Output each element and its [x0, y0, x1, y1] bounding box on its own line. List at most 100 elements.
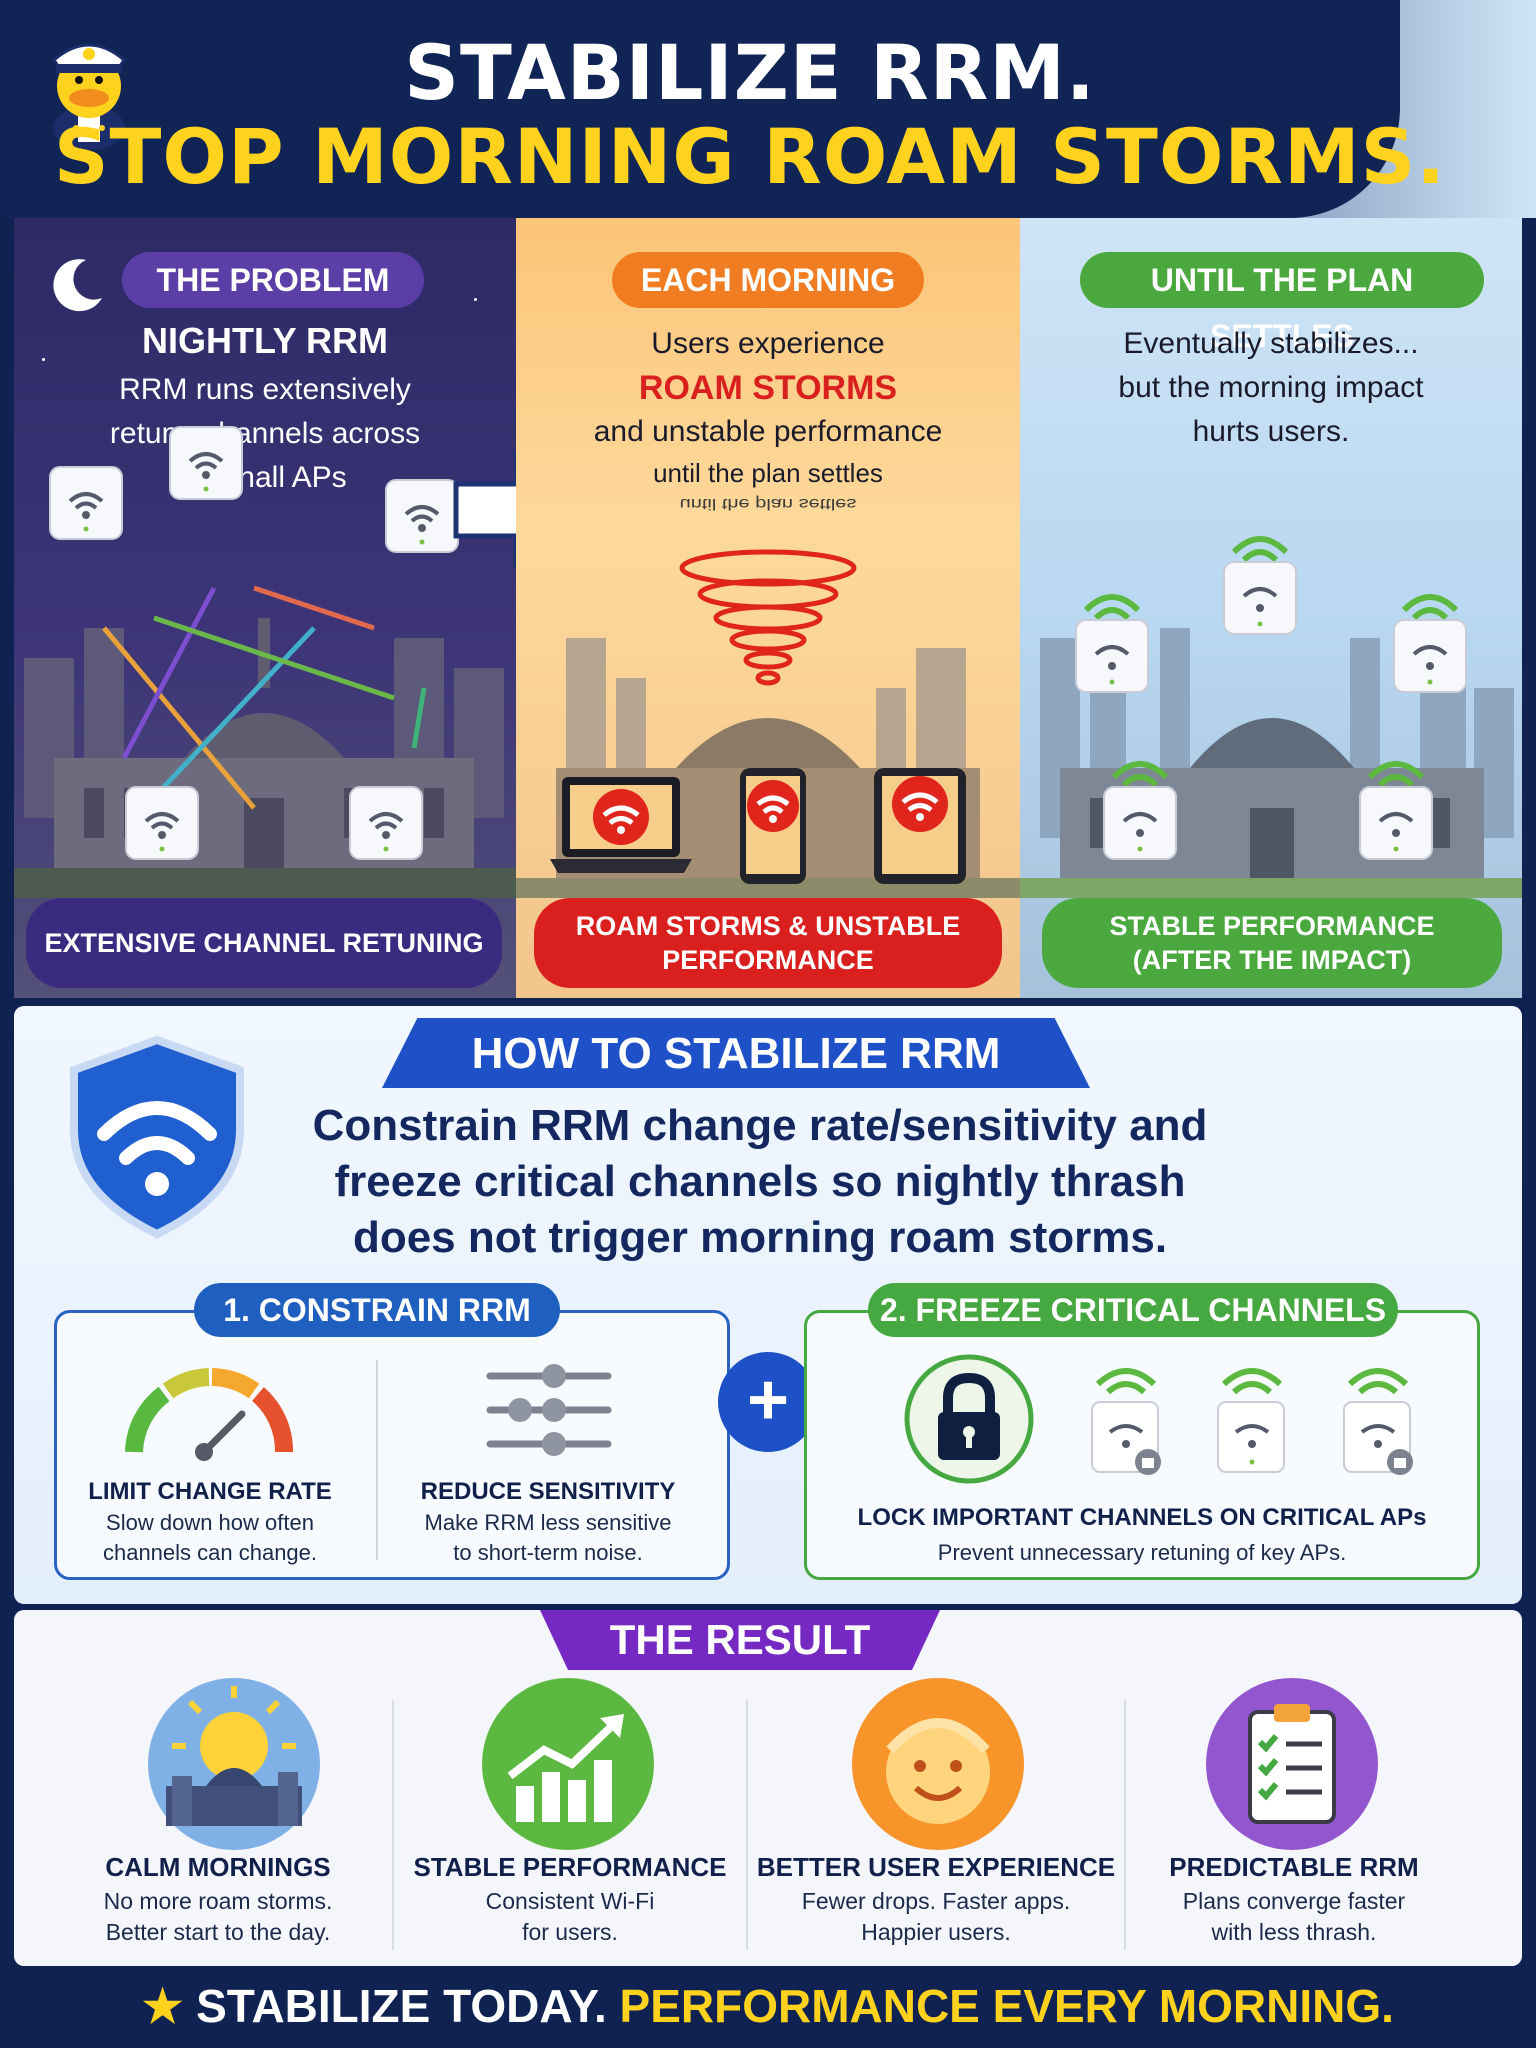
desc-line: for users. [522, 1919, 618, 1945]
access-point-icon [1217, 1368, 1285, 1473]
padlock-icon [904, 1354, 1034, 1484]
moon-icon [53, 259, 102, 312]
problem-line: RRM runs extensively [119, 373, 411, 406]
limit-change-rate-desc: Slow down how often channels can change. [60, 1508, 360, 1568]
desc-line: channels can change. [102, 1540, 318, 1565]
access-point-icon [49, 466, 123, 540]
desc-line: Better start to the day. [105, 1919, 331, 1945]
morning-tag: EACH MORNING [612, 252, 924, 308]
settles-line: Eventually stabilizes... [1123, 327, 1419, 360]
storm-spiral-icon [679, 549, 857, 686]
access-point-icon [169, 426, 243, 500]
checklist-clipboard-icon [1206, 1678, 1378, 1850]
settles-bottom-label: STABLE PERFORMANCE (AFTER THE IMPACT) [1042, 898, 1502, 988]
access-point-icon [385, 479, 459, 553]
calm-morning-sun-icon [148, 1678, 320, 1850]
sliders-icon [486, 1364, 612, 1456]
locked-access-point-icon [1091, 1368, 1161, 1475]
desc-line: with less thrash. [1211, 1919, 1377, 1945]
desc-line: Plans converge faster [1182, 1888, 1406, 1914]
access-point-icon [349, 786, 423, 860]
divider [392, 1700, 394, 1950]
growth-chart-icon [482, 1678, 654, 1850]
morning-bottom-line1: ROAM STORMS & UNSTABLE [575, 911, 961, 941]
reduce-sensitivity-desc: Make RRM less sensitive to short-term no… [398, 1508, 698, 1568]
access-point-stable-icon [1103, 761, 1177, 860]
how-to-description: Constrain RRM change rate/sensitivity an… [260, 1098, 1260, 1266]
laptop-icon [550, 777, 692, 873]
desc-line: Slow down how often [106, 1510, 314, 1535]
footer-part2: PERFORMANCE EVERY MORNING. [619, 1980, 1394, 2032]
lock-channels-desc: Prevent unnecessary retuning of key APs. [937, 1540, 1347, 1565]
problem-bottom-label: EXTENSIVE CHANNEL RETUNING [26, 898, 502, 988]
settles-bottom-line2: (AFTER THE IMPACT) [1132, 945, 1412, 975]
settles-tag: UNTIL THE PLAN SETTLES [1080, 252, 1484, 354]
tablet-icon [874, 768, 966, 884]
desc-line: Fewer drops. Faster apps. [801, 1888, 1071, 1914]
how-to-title: HOW TO STABILIZE RRM [382, 1018, 1090, 1088]
divider [376, 1360, 378, 1560]
calm-mornings-title: CALM MORNINGS [105, 1852, 331, 1882]
settles-bottom-line1: STABLE PERFORMANCE [1109, 911, 1435, 941]
settles-panel: UNTIL THE PLAN SETTLES Eventually stabil… [1020, 218, 1522, 998]
better-user-experience-desc: Fewer drops. Faster apps. Happier users. [748, 1886, 1124, 1948]
captain-duck-mascot-icon [52, 43, 126, 150]
access-point-stable-icon [1223, 536, 1297, 635]
desc-line: Happier users. [861, 1919, 1011, 1945]
desc-line: No more roam storms. [103, 1888, 333, 1914]
speed-gauge-icon [125, 1368, 293, 1461]
smartphone-icon [740, 768, 806, 884]
problem-line: retune channels across [109, 417, 421, 450]
access-point-stable-icon [1359, 761, 1433, 860]
header-bar [0, 0, 1400, 218]
lock-channels-title: LOCK IMPORTANT CHANNELS ON CRITICAL APs [857, 1504, 1427, 1531]
plus-icon: + [718, 1352, 818, 1452]
morning-line: until the plan settles [653, 458, 883, 488]
divider [746, 1700, 748, 1950]
star-decoration [474, 298, 477, 301]
result-title: THE RESULT [540, 1610, 940, 1670]
star-decoration [42, 358, 45, 361]
desc-line: Make RRM less sensitive [424, 1510, 672, 1535]
morning-line: and unstable performance [593, 415, 943, 448]
how-desc-line: freeze critical channels so nightly thra… [334, 1157, 1186, 1206]
limit-change-rate-title: LIMIT CHANGE RATE [88, 1478, 332, 1505]
morning-bottom-label: ROAM STORMS & UNSTABLE PERFORMANCE [534, 898, 1002, 988]
calm-mornings-desc: No more roam storms. Better start to the… [44, 1886, 392, 1948]
page-title-line2: STOP MORNING ROAM STORMS. [53, 112, 1447, 201]
settles-line: hurts users. [1192, 415, 1350, 448]
predictable-rrm-title: PREDICTABLE RRM [1169, 1852, 1419, 1882]
footer-tagline: ★ STABILIZE TODAY. PERFORMANCE EVERY MOR… [0, 1978, 1536, 2034]
page-title-line1: STABILIZE RRM. [404, 28, 1096, 117]
freeze-channels-tab: 2. FREEZE CRITICAL CHANNELS [868, 1283, 1398, 1337]
morning-line-mirror: until the plan settles [679, 495, 857, 513]
divider [1124, 1700, 1126, 1950]
happy-user-icon [852, 1678, 1024, 1850]
morning-bottom-line2: PERFORMANCE [662, 945, 874, 975]
city-hall-illustration [14, 585, 516, 898]
desc-line: Consistent Wi-Fi [485, 1888, 655, 1914]
access-point-icon [125, 786, 199, 860]
how-desc-line: Constrain RRM change rate/sensitivity an… [312, 1101, 1208, 1150]
stable-performance-title: STABLE PERFORMANCE [413, 1852, 727, 1882]
constrain-rrm-tab: 1. CONSTRAIN RRM [194, 1283, 560, 1337]
reduce-sensitivity-title: REDUCE SENSITIVITY [420, 1478, 676, 1505]
access-point-stable-icon [1393, 594, 1467, 693]
problem-tag: THE PROBLEM [122, 252, 424, 308]
wifi-shield-icon [70, 1035, 244, 1239]
desc-line: to short-term noise. [453, 1540, 643, 1565]
locked-access-point-icon [1343, 1368, 1413, 1475]
how-desc-line: does not trigger morning roam storms. [352, 1213, 1168, 1262]
roam-storms-highlight: ROAM STORMS [638, 369, 898, 407]
predictable-rrm-desc: Plans converge faster with less thrash. [1126, 1886, 1462, 1948]
settles-line: but the morning impact [1118, 371, 1424, 404]
problem-panel: THE PROBLEM NIGHTLY RRM RRM runs extensi… [14, 218, 516, 998]
footer-part1: STABILIZE TODAY. [196, 1980, 607, 2032]
morning-line: Users experience [651, 327, 885, 360]
morning-panel: EACH MORNING Users experience ROAM STORM… [516, 218, 1020, 998]
access-point-stable-icon [1075, 594, 1149, 693]
stable-performance-desc: Consistent Wi-Fi for users. [394, 1886, 746, 1948]
problem-heading: NIGHTLY RRM [141, 320, 389, 361]
better-user-experience-title: BETTER USER EXPERIENCE [756, 1852, 1116, 1882]
star-icon: ★ [142, 1980, 184, 2032]
